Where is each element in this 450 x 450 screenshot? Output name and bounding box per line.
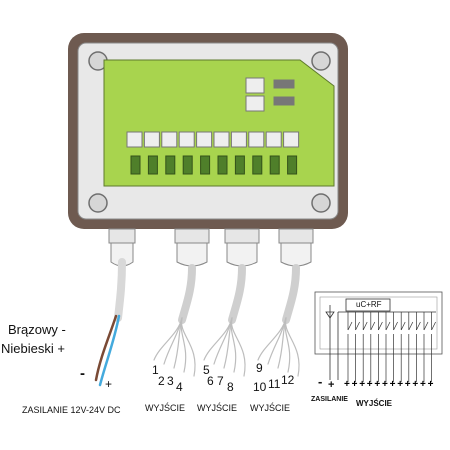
supply-label: ZASILANIE 12V-24V DC xyxy=(22,405,121,415)
schematic-plus-terminal: + xyxy=(412,379,419,390)
schematic-switch xyxy=(385,321,391,331)
output-wire xyxy=(180,317,196,377)
brown-wire-label: Brązowy - xyxy=(8,322,66,337)
pcb-led xyxy=(165,155,176,175)
pcb-button xyxy=(230,131,247,148)
schematic-plus-terminal: + xyxy=(344,379,350,390)
output-number-6: 6 xyxy=(207,374,214,388)
output-cables xyxy=(153,264,300,377)
output-number-11: 11 xyxy=(268,377,281,391)
output-number-8: 8 xyxy=(227,380,234,394)
output-label-2: WYJŚCIE xyxy=(197,403,238,413)
schematic-plus-terminal: + xyxy=(351,379,358,390)
output-number-7: 7 xyxy=(217,374,224,388)
uc-rf-label: uC+RF xyxy=(356,300,382,309)
pcb-button xyxy=(161,131,178,148)
output-cable xyxy=(228,264,246,324)
schematic-switch xyxy=(393,321,398,331)
pcb-button xyxy=(126,131,143,148)
screws xyxy=(88,51,331,213)
pcb-led xyxy=(200,155,211,175)
button-row xyxy=(126,131,300,148)
gland-body xyxy=(226,242,258,267)
schematic-switch xyxy=(408,321,414,331)
schematic-output-terminals: ++++++++++++ xyxy=(344,380,440,392)
output-number-1: 1 xyxy=(152,363,159,377)
output-number-4: 4 xyxy=(176,380,183,394)
output-number-3: 3 xyxy=(167,374,174,388)
output-wire xyxy=(230,317,246,377)
pcb-led xyxy=(269,155,280,175)
cable-glands xyxy=(108,228,314,267)
pcb-top-components xyxy=(245,77,295,112)
output-number-12: 12 xyxy=(281,373,295,387)
output-number-10: 10 xyxy=(253,380,267,394)
schematic-switch xyxy=(362,321,368,331)
pcb-button xyxy=(143,131,160,148)
power-cable xyxy=(94,258,126,387)
schematic-switch xyxy=(378,321,383,331)
schematic-switch xyxy=(431,321,436,331)
schematic xyxy=(314,291,443,382)
plus-label: + xyxy=(105,377,113,391)
pcb-led xyxy=(287,155,298,175)
schematic-switch xyxy=(400,321,406,331)
output-number-2: 2 xyxy=(158,374,165,388)
pcb-button xyxy=(178,131,195,148)
schematic-switch xyxy=(370,321,376,331)
gland-nut xyxy=(278,228,314,244)
schematic-plus-terminal: + xyxy=(359,379,366,390)
output-wire xyxy=(284,317,300,377)
gland-body xyxy=(176,242,208,267)
pcb-led xyxy=(182,155,193,175)
schematic-switch xyxy=(423,321,429,331)
diode-symbol xyxy=(325,311,335,319)
gland-nut xyxy=(108,228,136,244)
blue-wire-label: Niebieski + xyxy=(1,341,65,356)
output-number-5: 5 xyxy=(203,363,210,377)
schematic-plus-terminal: + xyxy=(427,379,434,390)
pcb-led xyxy=(234,155,245,175)
schematic-output-label: WYJŚCIE xyxy=(356,399,393,408)
schematic-supply-label: ZASILANIE xyxy=(311,396,348,403)
schematic-minus: - xyxy=(318,374,323,389)
pcb-led xyxy=(130,155,141,175)
pcb-led xyxy=(252,155,263,175)
pcb-led xyxy=(147,155,158,175)
schematic-plus-terminal: + xyxy=(389,379,396,390)
uc-rf-block xyxy=(345,298,391,312)
pcb-led xyxy=(217,155,228,175)
schematic-switch xyxy=(416,321,421,331)
schematic-plus: + xyxy=(328,379,335,391)
pcb-button xyxy=(283,131,300,148)
schematic-plus-terminal: + xyxy=(404,379,411,390)
gland-body xyxy=(280,242,312,267)
pcb-button xyxy=(213,131,230,148)
pcb-button xyxy=(248,131,265,148)
gland-nut xyxy=(224,228,260,244)
pcb-board xyxy=(103,59,335,187)
minus-label: - xyxy=(80,365,85,382)
output-label-3: WYJŚCIE xyxy=(250,403,291,413)
schematic-plus-terminal: + xyxy=(397,379,404,390)
output-cable xyxy=(282,264,300,324)
schematic-plus-terminal: + xyxy=(374,379,381,390)
led-row xyxy=(130,155,298,175)
output-number-9: 9 xyxy=(256,361,263,375)
pcb-button xyxy=(265,131,282,148)
schematic-plus-terminal: + xyxy=(382,379,388,390)
schematic-plus-terminal: + xyxy=(420,379,426,390)
output-cable xyxy=(178,264,196,324)
output-label-1: WYJŚCIE xyxy=(145,403,186,413)
schematic-outputs xyxy=(347,312,436,382)
schematic-switch xyxy=(347,321,353,331)
gland-nut xyxy=(174,228,210,244)
schematic-plus-terminal: + xyxy=(366,379,373,390)
pcb-button xyxy=(196,131,213,148)
schematic-switch xyxy=(355,321,360,331)
